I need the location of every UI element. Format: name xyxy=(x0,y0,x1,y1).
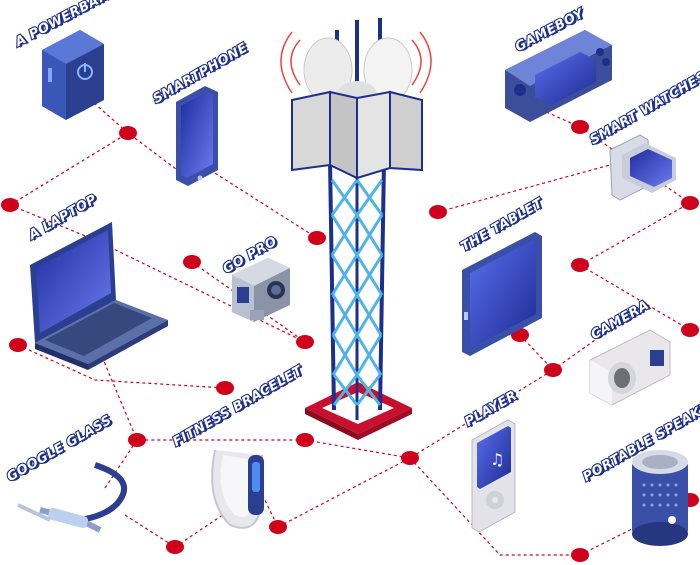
powerbank-icon xyxy=(42,30,104,120)
svg-text:♫: ♫ xyxy=(490,450,504,469)
link-left-top xyxy=(9,132,129,206)
connection-nodes xyxy=(1,120,699,562)
node xyxy=(544,363,562,377)
link-powerbank xyxy=(84,94,181,173)
tablet-icon xyxy=(462,232,542,356)
player-icon: ♫ xyxy=(471,419,516,533)
node xyxy=(401,451,419,465)
node xyxy=(269,520,287,534)
camera-icon xyxy=(589,329,671,406)
node xyxy=(296,433,314,447)
node xyxy=(571,258,589,272)
node xyxy=(571,120,589,134)
link-left-mid xyxy=(17,344,226,389)
node xyxy=(119,126,137,140)
node xyxy=(571,548,589,562)
smartphone-icon xyxy=(176,86,218,186)
node xyxy=(128,433,146,447)
node xyxy=(308,231,326,245)
node xyxy=(1,198,19,212)
link-smartphone-tower xyxy=(209,169,318,239)
smart-watch-icon xyxy=(609,134,676,201)
link-tablet xyxy=(579,202,691,266)
laptop-icon xyxy=(30,222,168,370)
gopro-icon xyxy=(232,258,290,322)
link-gopro xyxy=(191,261,306,343)
node xyxy=(166,540,184,554)
link-tablet-mid xyxy=(519,334,554,371)
gameboy-icon xyxy=(505,30,612,122)
link-glass-bottom xyxy=(124,514,176,548)
link-glass xyxy=(104,439,305,489)
fitness-bracelet-icon xyxy=(211,449,264,529)
node xyxy=(681,196,699,210)
link-player xyxy=(409,457,580,556)
node xyxy=(429,205,447,219)
node xyxy=(183,255,201,269)
node xyxy=(296,335,314,349)
portable-speaker-icon xyxy=(632,450,688,546)
cell-tower-icon xyxy=(280,18,432,440)
link-tower-right xyxy=(304,439,411,459)
link-camera xyxy=(552,339,596,371)
node xyxy=(681,323,699,337)
node xyxy=(9,338,27,352)
node xyxy=(216,381,234,395)
google-glass-icon xyxy=(17,462,128,533)
